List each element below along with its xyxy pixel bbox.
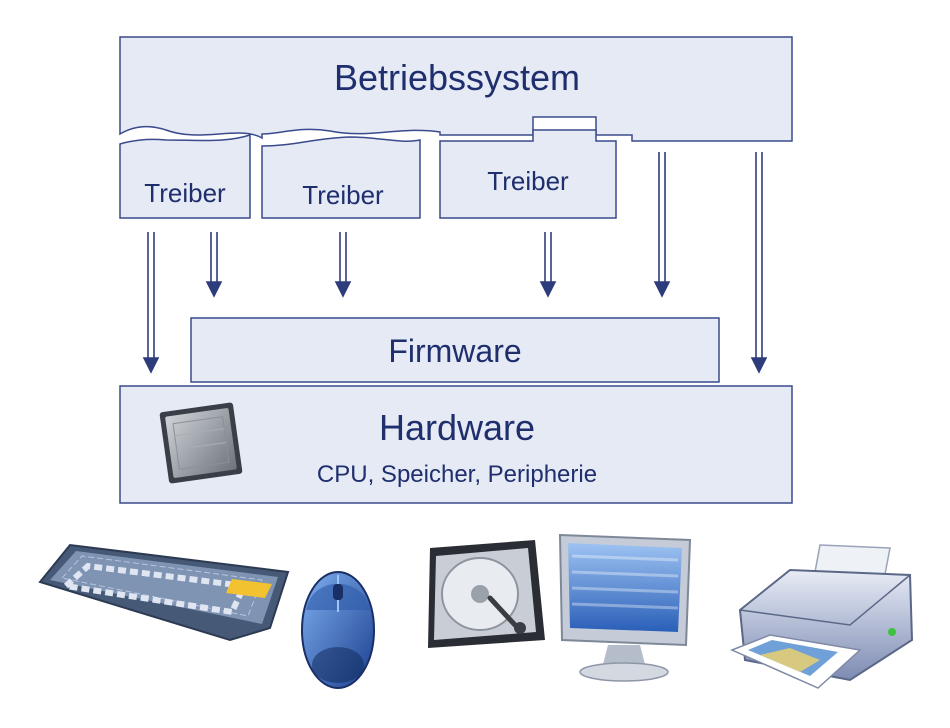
driver-box-1: Treiber: [119, 133, 251, 219]
firmware-layer: Firmware: [190, 317, 720, 383]
arrow-os-to-firmware: [653, 152, 671, 298]
firmware-box: [190, 317, 720, 383]
hard-disk-icon: [428, 540, 545, 648]
hardware-label: Hardware: [379, 407, 535, 448]
cpu-chip-icon: [159, 402, 243, 484]
arrow-driver3-to-firmware: [539, 232, 557, 298]
driver-label-1: Treiber: [144, 178, 226, 208]
firmware-label: Firmware: [388, 333, 521, 369]
hardware-layer: Hardware CPU, Speicher, Peripherie: [119, 385, 793, 504]
arrow-driver2-to-firmware: [334, 232, 352, 298]
arrows: [142, 152, 768, 374]
devices-row: [38, 533, 914, 689]
driver-box-3: Treiber: [439, 129, 617, 219]
os-label: Betriebssystem: [334, 57, 580, 98]
driver-label-3: Treiber: [487, 166, 569, 196]
arrow-driver1-to-hardware: [142, 232, 160, 374]
driver-label-2: Treiber: [302, 180, 384, 210]
arrow-os-to-hardware: [750, 152, 768, 374]
driver-box-2: Treiber: [261, 136, 421, 219]
monitor-icon: [558, 533, 692, 682]
mouse-icon: [301, 571, 375, 689]
os-layer: Betriebssystem: [119, 36, 793, 142]
arrow-driver1-to-firmware: [205, 232, 223, 298]
printer-icon: [730, 544, 914, 689]
keyboard-icon: [38, 543, 290, 642]
os-box: [119, 36, 793, 142]
hardware-sublabel: CPU, Speicher, Peripherie: [317, 461, 597, 488]
